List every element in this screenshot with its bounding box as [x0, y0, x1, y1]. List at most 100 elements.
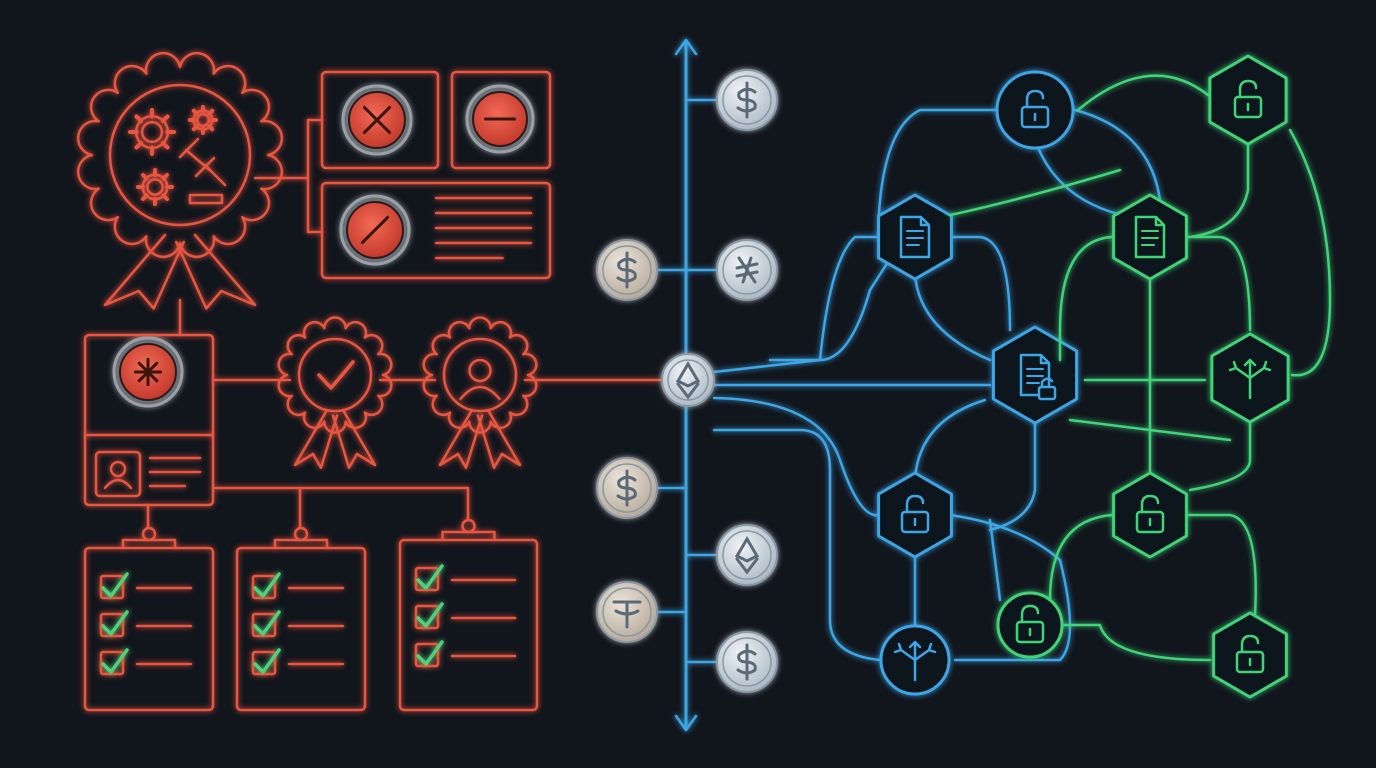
lock-open-icon [1020, 89, 1050, 129]
hexagon-frame [1112, 471, 1188, 559]
checkmark-icon [101, 572, 129, 598]
lock-open-icon [1233, 79, 1263, 119]
coin-face [716, 524, 778, 586]
path [459, 385, 501, 401]
clipboard [235, 526, 367, 712]
coin-ethereum [661, 353, 715, 407]
clipboard-clip-ring [461, 518, 476, 534]
user-badge-icon-ribbon-right [476, 408, 522, 469]
circle [134, 114, 170, 150]
checkbox [251, 612, 277, 638]
circle [140, 120, 164, 144]
gear-icon [128, 108, 176, 156]
dollar-icon [736, 81, 757, 119]
coin-rim [667, 359, 709, 401]
path [1140, 494, 1160, 514]
ledger-links [712, 235, 992, 662]
gear-icon [136, 168, 174, 206]
path [1240, 634, 1260, 654]
circle-frame [996, 591, 1064, 659]
document-icon [1134, 215, 1166, 259]
checkbox [99, 650, 125, 676]
checkmark-icon [416, 564, 444, 590]
coin-dollar [596, 457, 658, 519]
hexagon-frame [877, 471, 953, 559]
document-lock-icon [1019, 353, 1057, 401]
asterisk-button [112, 336, 184, 408]
blue-network-links [876, 108, 1162, 662]
rect [900, 510, 930, 534]
close-x-icon [362, 105, 392, 135]
lock-open-icon [1235, 634, 1265, 674]
checkbox [414, 566, 440, 592]
path [1020, 604, 1040, 624]
checkmark-badge-icon-ribbon-left [293, 408, 339, 469]
green-network-links [948, 74, 1332, 662]
path [905, 494, 925, 514]
user-icon [459, 358, 501, 401]
main-badge-inner-ring [108, 83, 252, 227]
currency-icon [735, 256, 759, 284]
path [1141, 230, 1159, 246]
user-icon [103, 460, 133, 490]
user-badge-icon [422, 316, 538, 469]
split-arrows-icon [1228, 358, 1272, 400]
coin-tether [596, 581, 658, 643]
blue-node [879, 624, 951, 696]
rect [1020, 105, 1050, 129]
checkmark-icon [416, 602, 444, 628]
path [188, 105, 218, 135]
checkmark-icon [253, 648, 281, 674]
circle [195, 112, 211, 128]
gavel-icon [178, 137, 227, 205]
blue-node [995, 70, 1075, 150]
path [899, 215, 931, 259]
coin-dollar [596, 239, 658, 301]
checkbox [99, 612, 125, 638]
split-arrows-icon [893, 640, 937, 682]
coin-rim [722, 75, 772, 125]
rect [1015, 620, 1045, 644]
hexagon-frame [1208, 54, 1288, 146]
close-x-button [341, 84, 413, 156]
main-governance-badge [76, 51, 284, 310]
card-to-clipboards-connector [146, 486, 470, 530]
coin-rim [722, 245, 772, 295]
checkbox [414, 604, 440, 630]
green-node [1210, 332, 1290, 424]
document-icon [899, 215, 931, 259]
coin-rim [722, 637, 772, 687]
checkmark-badge-icon [277, 316, 393, 469]
checkmark-icon [101, 648, 129, 674]
checkmark-badge-icon-rosette [277, 316, 393, 434]
checkbox [99, 574, 125, 600]
clipboard-clip-ring [141, 526, 157, 542]
green-node [996, 591, 1064, 659]
circle [192, 109, 214, 131]
coin-dollar [716, 631, 778, 693]
path [178, 137, 227, 205]
circle [141, 173, 169, 201]
avatar-frame [94, 450, 142, 498]
checkmark-icon [416, 640, 444, 666]
checkmark-icon [101, 610, 129, 636]
action-box-cancel [320, 181, 552, 280]
checkbox [251, 650, 277, 676]
rect [1233, 95, 1263, 119]
main-badge-ribbon-right [175, 233, 257, 310]
path [1025, 89, 1045, 109]
coin-dollar [716, 69, 778, 131]
tether-icon [612, 600, 642, 629]
ethereum-icon [734, 536, 760, 575]
coin-rim [602, 587, 652, 637]
dollar-icon [616, 469, 637, 507]
circle-frame [995, 70, 1075, 150]
circle [468, 358, 492, 383]
blue-node [877, 471, 953, 559]
checkmark-icon [317, 360, 355, 390]
lock-open-icon [900, 494, 930, 534]
lock-open-icon [1015, 604, 1045, 644]
path [136, 168, 174, 206]
coin-rim [602, 245, 652, 295]
user-badge-icon-ribbon-left [438, 408, 484, 469]
